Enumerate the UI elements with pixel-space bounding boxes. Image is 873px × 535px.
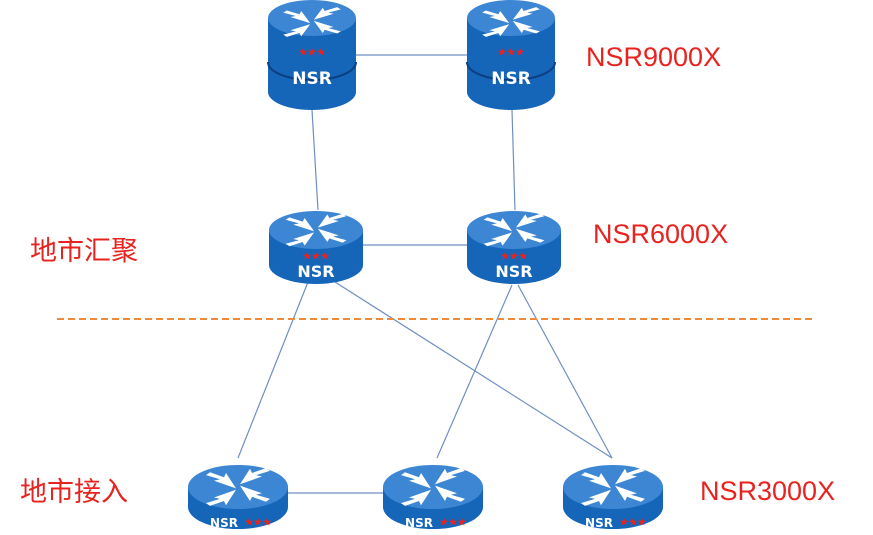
- access-tier-label: 地市接入: [20, 477, 128, 508]
- router-badge: NSR: [292, 69, 332, 89]
- link-agg-right-access-mid: [436, 284, 513, 459]
- aggregation-model-label: NSR6000X: [593, 219, 729, 249]
- link-core-left-agg-left: [311, 109, 319, 211]
- router-access-left: NSR: [188, 465, 288, 530]
- router-core-left: NSR: [267, 0, 357, 110]
- router-badge: NSR: [495, 262, 532, 281]
- links: [237, 54, 613, 494]
- link-core-right-agg-right: [511, 109, 516, 211]
- link-agg-left-access-left: [237, 281, 309, 459]
- link-agg-right-access-right: [517, 284, 613, 459]
- access-model-label: NSR3000X: [700, 476, 836, 506]
- aggregation-tier-label: 地市汇聚: [30, 236, 138, 267]
- router-core-right: NSR: [466, 0, 556, 110]
- router-badge: NSR: [405, 516, 433, 530]
- router-badge: NSR: [585, 516, 613, 530]
- router-badge: NSR: [297, 262, 334, 281]
- router-agg-right: NSR: [467, 211, 561, 284]
- router-badge: NSR: [210, 516, 238, 530]
- router-access-right: NSR: [563, 465, 663, 530]
- router-badge: NSR: [491, 69, 531, 89]
- router-agg-left: NSR: [269, 211, 363, 284]
- core-model-label: NSR9000X: [586, 42, 722, 72]
- link-agg-left-access-right: [334, 281, 613, 459]
- router-access-mid: NSR: [383, 465, 483, 530]
